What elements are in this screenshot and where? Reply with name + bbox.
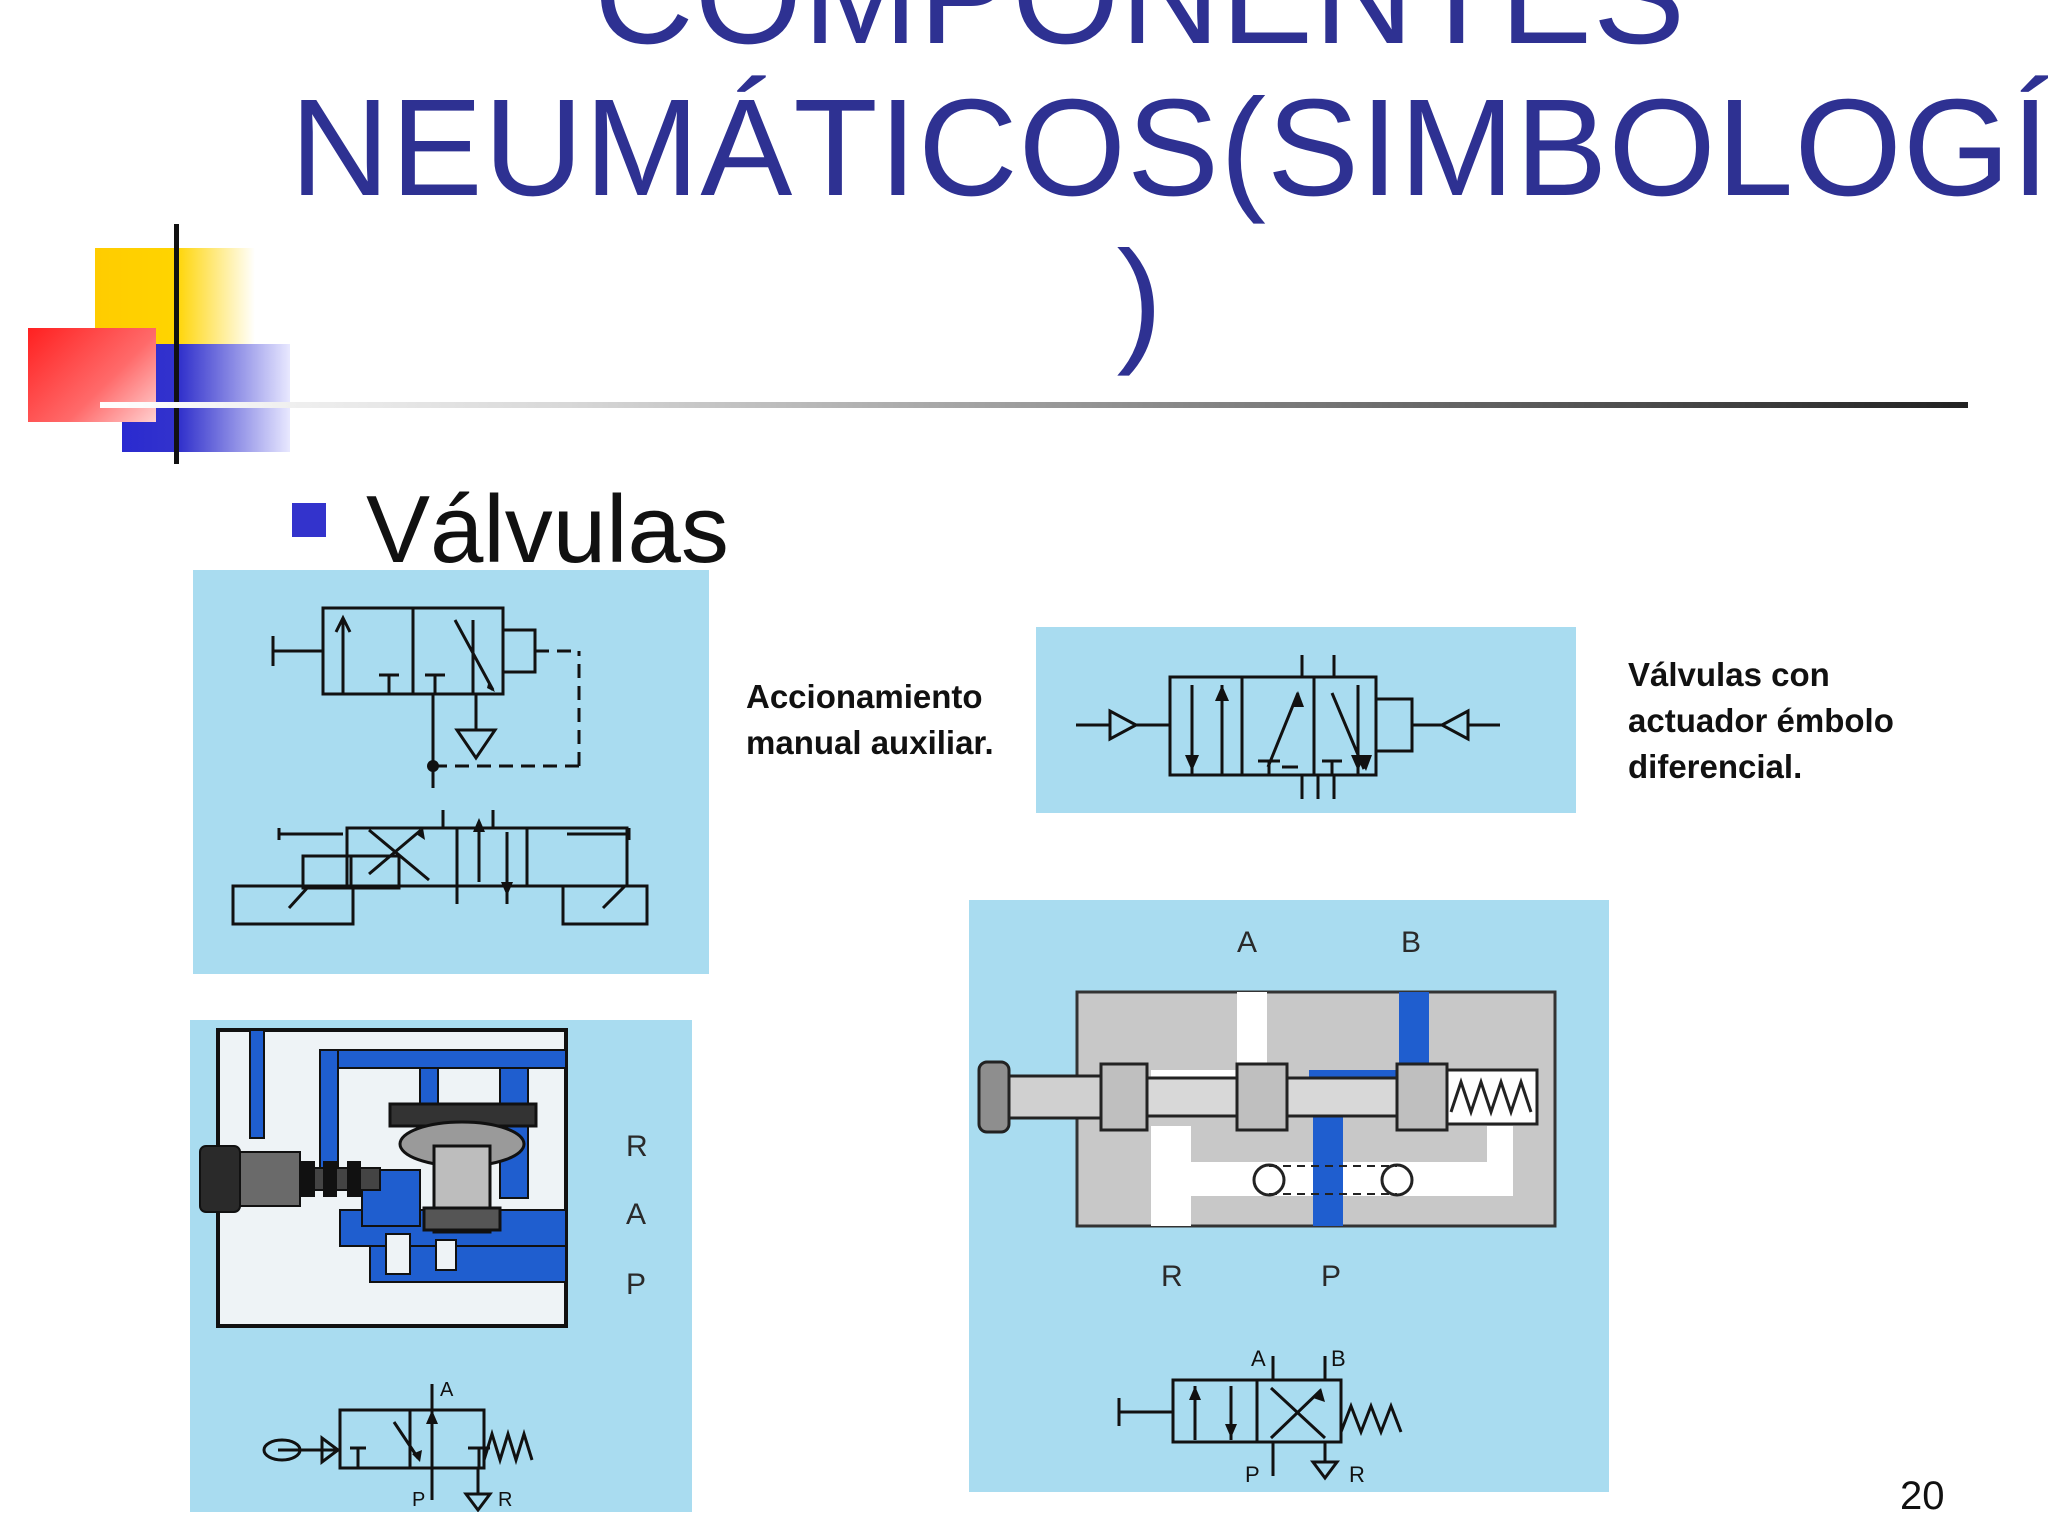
panel-42-spool-valve: A B R P [969,900,1609,1492]
slide-title: COMPONENTES NEUMÁTICOS(SIMBOLOGÍA ) [290,0,2048,377]
valve-symbols-manual [231,606,649,926]
title-line-3: ) [1116,223,1164,377]
panel-32-valve-cutaway: R A P A P R [190,1020,692,1512]
title-line-2: NEUMÁTICOS(SIMBOLOGÍA [290,71,2048,225]
port-label-p: P [1321,1260,1341,1293]
valve-cutaway-32: R A P A P R [199,1028,648,1512]
symbol-port-r: R [1349,1462,1365,1487]
symbol-port-a: A [1251,1346,1266,1371]
valve-symbol-differential [1076,655,1500,799]
symbol-port-p: P [412,1489,425,1511]
caption-differential-line-3: diferencial. [1628,748,1803,785]
caption-manual-auxiliary: Accionamiento manual auxiliar. [746,678,994,761]
symbol-port-r: R [498,1489,512,1511]
symbol-port-a: A [440,1379,454,1401]
title-rule [100,402,1968,408]
symbol-port-p: P [1245,1462,1260,1487]
caption-differential-line-1: Válvulas con [1628,656,1830,693]
cutaway-label-p: P [626,1268,646,1301]
port-label-r: R [1161,1260,1183,1293]
cutaway-label-a: A [626,1198,646,1231]
symbol-port-b: B [1331,1346,1346,1371]
cutaway-label-r: R [626,1130,648,1163]
bullet-valvulas: Válvulas [366,476,729,583]
port-label-a: A [1237,926,1257,959]
title-line-1: COMPONENTES [290,0,1990,72]
panel-manual-symbols [193,570,709,974]
page-number: 20 [1900,1474,1945,1518]
valve-cutaway-42: A B R P [977,926,1557,1487]
caption-differential-line-2: actuador émbolo [1628,702,1894,739]
bullet-marker [292,503,326,537]
decor-vertical-line [174,224,179,464]
caption-differential-piston: Válvulas con actuador émbolo diferencial… [1628,652,1968,790]
port-label-b: B [1401,926,1421,959]
panel-differential-symbol [1036,627,1576,813]
